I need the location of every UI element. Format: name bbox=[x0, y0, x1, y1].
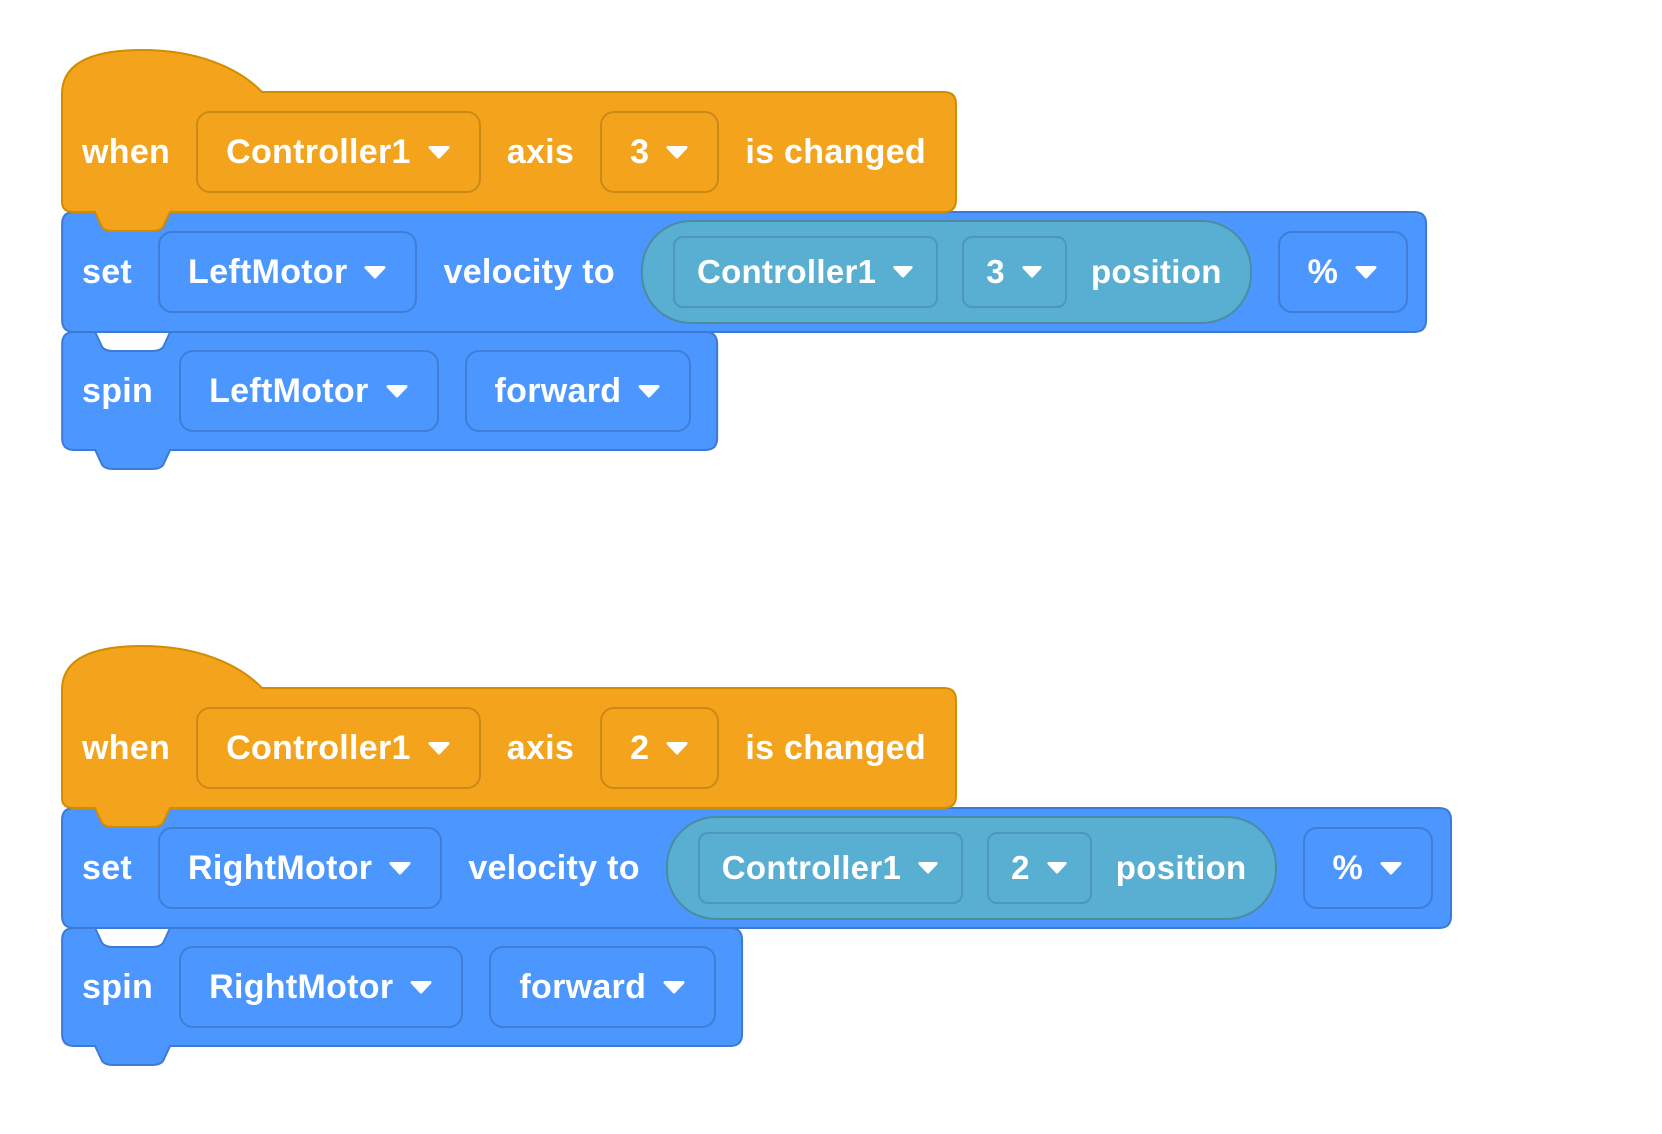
axis-number-dropdown[interactable]: 3 bbox=[962, 236, 1067, 308]
caret-down-icon bbox=[409, 980, 433, 995]
unit-dropdown[interactable]: % bbox=[1277, 231, 1409, 313]
spin-label: spin bbox=[82, 967, 154, 1006]
direction-dropdown[interactable]: forward bbox=[464, 350, 692, 432]
set-velocity-block[interactable]: set LeftMotor velocity to Controller1 3 … bbox=[61, 211, 1428, 333]
set-label: set bbox=[82, 252, 133, 291]
caret-down-icon bbox=[363, 265, 387, 280]
velocity-to-label: velocity to bbox=[443, 252, 615, 291]
when-label: when bbox=[82, 132, 171, 171]
when-axis-changed-block[interactable]: when Controller1 axis 3 is changed bbox=[61, 49, 957, 232]
controller-dropdown[interactable]: Controller1 bbox=[196, 707, 481, 789]
controller-position-reporter[interactable]: Controller1 3 position bbox=[640, 220, 1252, 324]
caret-down-icon bbox=[662, 980, 686, 995]
spin-block[interactable]: spin RightMotor forward bbox=[61, 927, 744, 1066]
axis-label: axis bbox=[506, 132, 575, 171]
axis-number-dropdown[interactable]: 2 bbox=[987, 832, 1092, 904]
velocity-to-label: velocity to bbox=[468, 848, 640, 887]
controller-dropdown[interactable]: Controller1 bbox=[196, 111, 481, 193]
caret-down-icon bbox=[637, 384, 661, 399]
caret-down-icon bbox=[892, 265, 914, 279]
controller-dropdown[interactable]: Controller1 bbox=[697, 832, 964, 904]
caret-down-icon bbox=[665, 145, 689, 160]
caret-down-icon bbox=[665, 741, 689, 756]
unit-dropdown[interactable]: % bbox=[1302, 827, 1434, 909]
caret-down-icon bbox=[427, 145, 451, 160]
caret-down-icon bbox=[1354, 265, 1378, 280]
spin-block[interactable]: spin LeftMotor forward bbox=[61, 331, 719, 470]
caret-down-icon bbox=[1379, 861, 1403, 876]
set-velocity-block[interactable]: set RightMotor velocity to Controller1 2… bbox=[61, 807, 1453, 929]
when-axis-changed-block[interactable]: when Controller1 axis 2 is changed bbox=[61, 645, 957, 828]
controller-position-reporter[interactable]: Controller1 2 position bbox=[665, 816, 1277, 920]
motor-dropdown[interactable]: RightMotor bbox=[179, 946, 464, 1028]
axis-number-dropdown[interactable]: 3 bbox=[600, 111, 720, 193]
spin-label: spin bbox=[82, 371, 154, 410]
caret-down-icon bbox=[1021, 265, 1043, 279]
when-label: when bbox=[82, 728, 171, 767]
caret-down-icon bbox=[1046, 861, 1068, 875]
is-changed-label: is changed bbox=[745, 132, 926, 171]
caret-down-icon bbox=[917, 861, 939, 875]
motor-dropdown[interactable]: RightMotor bbox=[158, 827, 443, 909]
controller-dropdown[interactable]: Controller1 bbox=[672, 236, 939, 308]
position-label: position bbox=[1090, 253, 1222, 290]
caret-down-icon bbox=[385, 384, 409, 399]
is-changed-label: is changed bbox=[745, 728, 926, 767]
direction-dropdown[interactable]: forward bbox=[489, 946, 717, 1028]
axis-label: axis bbox=[506, 728, 575, 767]
caret-down-icon bbox=[427, 741, 451, 756]
caret-down-icon bbox=[388, 861, 412, 876]
set-label: set bbox=[82, 848, 133, 887]
axis-number-dropdown[interactable]: 2 bbox=[600, 707, 720, 789]
motor-dropdown[interactable]: LeftMotor bbox=[179, 350, 439, 432]
motor-dropdown[interactable]: LeftMotor bbox=[158, 231, 418, 313]
position-label: position bbox=[1115, 849, 1247, 886]
